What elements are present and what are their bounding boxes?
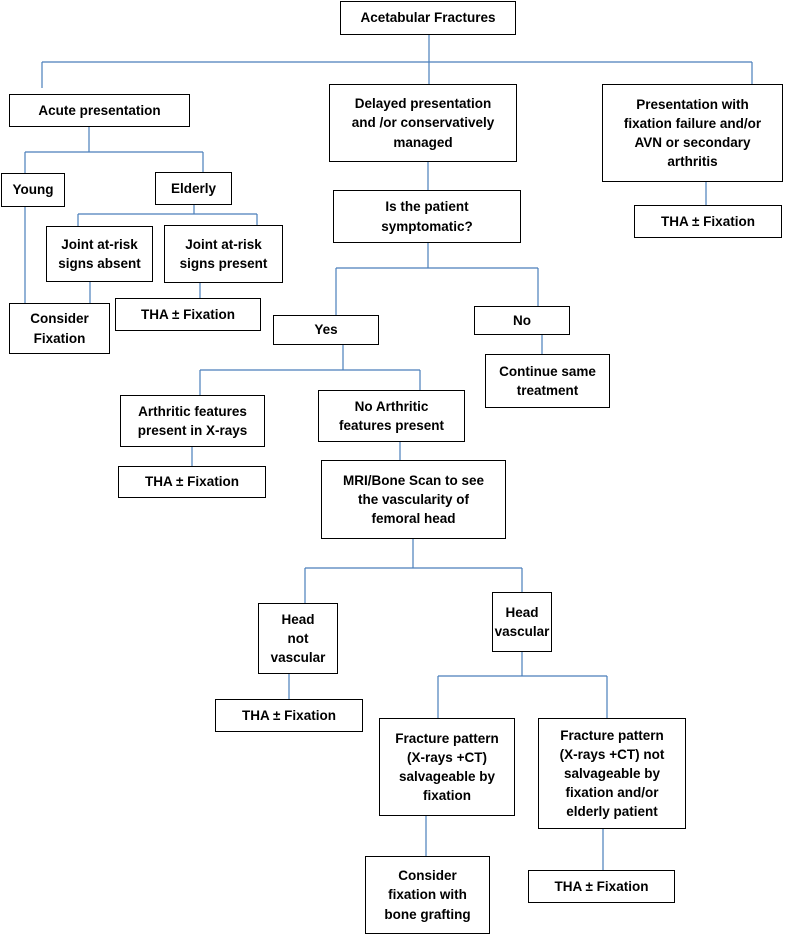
node-fixation-failure: Presentation with fixation failure and/o… <box>602 84 783 182</box>
node-mri-bone-scan: MRI/Bone Scan to see the vascularity of … <box>321 460 506 539</box>
node-acetabular-fractures: Acetabular Fractures <box>340 1 516 35</box>
node-consider-fixation: Consider Fixation <box>9 303 110 354</box>
node-arthritic-features: Arthritic features present in X-rays <box>120 395 265 447</box>
node-yes: Yes <box>273 315 379 345</box>
node-bone-grafting: Consider fixation with bone grafting <box>365 856 490 934</box>
node-not-vascular-tha: THA ± Fixation <box>215 699 363 732</box>
connector-mri-split <box>304 539 523 603</box>
connector-vascular-split <box>437 652 608 718</box>
node-young: Young <box>1 173 65 207</box>
node-continue-treatment: Continue same treatment <box>485 354 610 408</box>
connector-symptomatic-split <box>335 243 539 315</box>
node-no: No <box>474 306 570 335</box>
node-arthritic-tha: THA ± Fixation <box>118 466 266 498</box>
connector-root-level1 <box>41 35 753 88</box>
node-acute-presentation: Acute presentation <box>9 94 190 127</box>
node-fracture-not-salvageable: Fracture pattern (X-rays +CT) not salvag… <box>538 718 686 829</box>
connector-elderly-split <box>77 205 258 226</box>
node-head-not-vascular: Head not vascular <box>258 603 338 674</box>
node-not-salvageable-tha: THA ± Fixation <box>528 870 675 903</box>
node-elderly: Elderly <box>155 172 232 205</box>
node-no-arthritic-features: No Arthritic features present <box>318 390 465 442</box>
node-failure-tha: THA ± Fixation <box>634 205 782 238</box>
connector-yes-split <box>199 345 421 395</box>
node-head-vascular: Head vascular <box>492 592 552 652</box>
node-risk-signs-present: Joint at-risk signs present <box>164 225 283 283</box>
node-risk-present-tha: THA ± Fixation <box>115 298 261 331</box>
node-risk-signs-absent: Joint at-risk signs absent <box>46 226 153 282</box>
node-fracture-salvageable: Fracture pattern (X-rays +CT) salvageabl… <box>379 718 515 816</box>
node-delayed-presentation: Delayed presentation and /or conservativ… <box>329 84 517 162</box>
connector-acute-split <box>24 127 204 173</box>
node-is-symptomatic: Is the patient symptomatic? <box>333 190 521 243</box>
